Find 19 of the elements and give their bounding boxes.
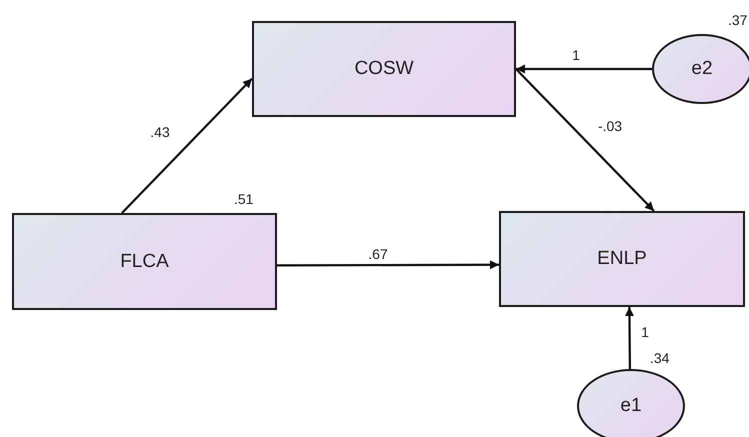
variable-box <box>252 21 516 117</box>
edge-label: 1 <box>570 48 582 62</box>
arrow <box>516 64 652 74</box>
edge-label: 1 <box>639 325 651 339</box>
node-label: FLCA <box>120 250 169 272</box>
estimate-value: .34 <box>650 350 670 366</box>
arrow <box>624 306 634 370</box>
node-label: e1 <box>620 395 642 417</box>
node-label: ENLP <box>597 248 647 270</box>
arrow <box>515 68 655 212</box>
node-label: COSW <box>354 58 414 80</box>
variable-box <box>12 213 277 310</box>
estimate-value: .51 <box>234 191 254 207</box>
arrow <box>277 260 499 270</box>
node-label: e2 <box>691 58 713 80</box>
estimate-value: .37 <box>728 12 748 28</box>
variable-box <box>499 211 745 307</box>
arrow <box>121 78 253 214</box>
edge-label: -.03 <box>596 119 624 133</box>
